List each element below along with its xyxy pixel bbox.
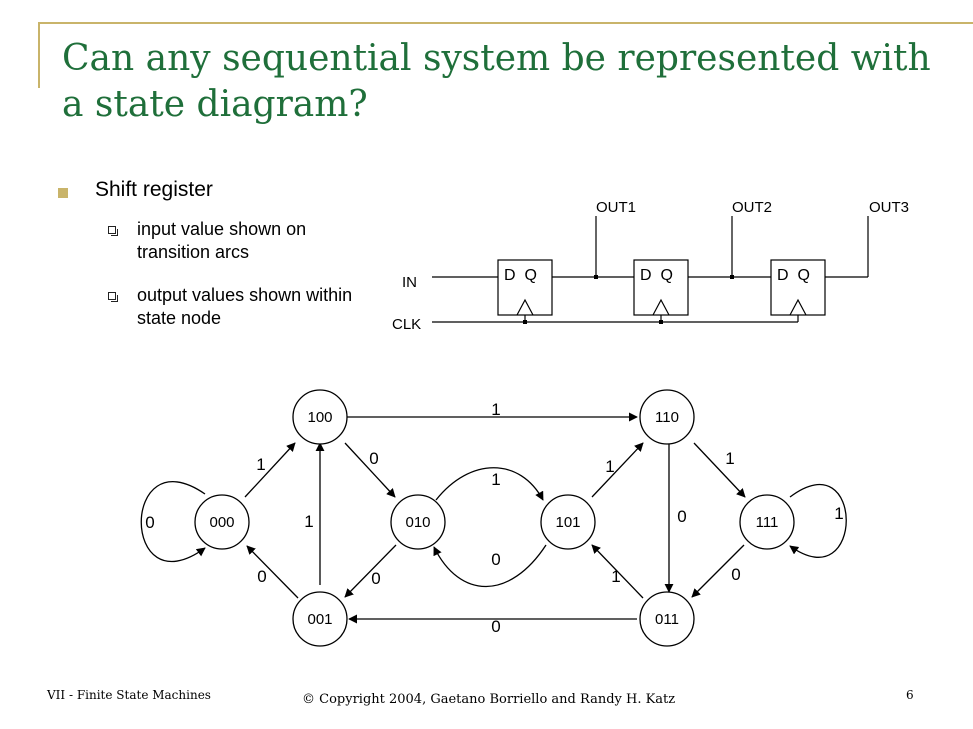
arc-self-000 — [140, 481, 206, 563]
sub-bullet-output: output values shown within state node — [137, 285, 353, 328]
sub-bullet-icon — [108, 292, 118, 302]
sub-bullet-icon — [108, 226, 118, 236]
label-011-001: 0 — [491, 617, 500, 636]
state-node-000 — [194, 494, 250, 550]
state-label-000: 000 — [209, 514, 234, 531]
state-node-001 — [292, 591, 348, 647]
label-001-000: 0 — [257, 567, 266, 586]
label-000-100: 1 — [256, 455, 265, 474]
state-node-010 — [390, 494, 446, 550]
label-100-110: 1 — [491, 400, 500, 419]
slide-title: Can any sequential system be represented… — [62, 38, 931, 125]
state-node-100 — [292, 389, 348, 445]
bullet-shift-register: Shift register — [95, 178, 213, 201]
footer-copyright: © Copyright 2004, Gaetano Borriello and … — [302, 692, 676, 707]
arc-101-110 — [591, 442, 644, 498]
arc-000-100 — [244, 442, 296, 498]
arc-self-111 — [789, 483, 847, 558]
label-101-010: 0 — [491, 550, 500, 569]
bullet-square-icon — [58, 188, 68, 198]
out3-label: OUT3 — [869, 199, 909, 216]
arc-110-111 — [693, 442, 746, 498]
clk-label: CLK — [392, 316, 421, 333]
shift-register-circuit — [432, 216, 869, 323]
label-011-101: 1 — [611, 567, 620, 586]
footer-page-number: 6 — [906, 688, 914, 702]
arc-111-011 — [691, 544, 745, 598]
state-node-101 — [540, 494, 596, 550]
label-110-111: 1 — [725, 449, 734, 468]
arc-010-101 — [435, 467, 544, 501]
title-rule-horizontal — [38, 22, 973, 24]
title-rule-vertical — [38, 22, 40, 88]
state-node-110 — [639, 389, 695, 445]
label-010-101: 1 — [491, 470, 500, 489]
state-label-101: 101 — [555, 514, 580, 531]
state-label-100: 100 — [307, 409, 332, 426]
state-label-001: 001 — [307, 611, 332, 628]
junction-dots — [523, 275, 734, 324]
state-label-011: 011 — [655, 611, 679, 628]
arc-101-010 — [433, 544, 547, 588]
clock-triangle-2 — [652, 298, 670, 316]
footer-left: VII - Finite State Machines — [47, 688, 211, 702]
label-110-011: 0 — [677, 507, 686, 526]
state-label-111: 111 — [756, 514, 779, 531]
label-100-010: 0 — [369, 449, 378, 468]
flipflop-3-label: D Q — [777, 267, 810, 284]
state-node-111 — [739, 494, 795, 550]
label-001-100: 1 — [304, 512, 313, 531]
clock-triangle-3 — [789, 298, 807, 316]
arc-001-000 — [246, 545, 299, 599]
sub-bullet-input: input value shown on transition arcs — [137, 219, 307, 262]
arc-100-010 — [344, 442, 396, 498]
label-self-000: 0 — [145, 513, 154, 532]
in-label: IN — [402, 274, 417, 291]
label-101-110: 1 — [605, 457, 614, 476]
state-label-110: 110 — [655, 409, 679, 426]
state-label-010: 010 — [405, 514, 430, 531]
label-self-111: 1 — [834, 504, 843, 523]
out2-label: OUT2 — [732, 199, 772, 216]
state-node-011 — [639, 591, 695, 647]
label-010-001: 0 — [371, 569, 380, 588]
flipflop-1-label: D Q — [504, 267, 537, 284]
arc-010-001 — [344, 544, 397, 598]
flipflop-2-label: D Q — [640, 267, 673, 284]
clock-triangle-1 — [516, 298, 534, 316]
arc-011-101 — [591, 544, 644, 599]
out1-label: OUT1 — [596, 199, 636, 216]
label-111-011: 0 — [731, 565, 740, 584]
